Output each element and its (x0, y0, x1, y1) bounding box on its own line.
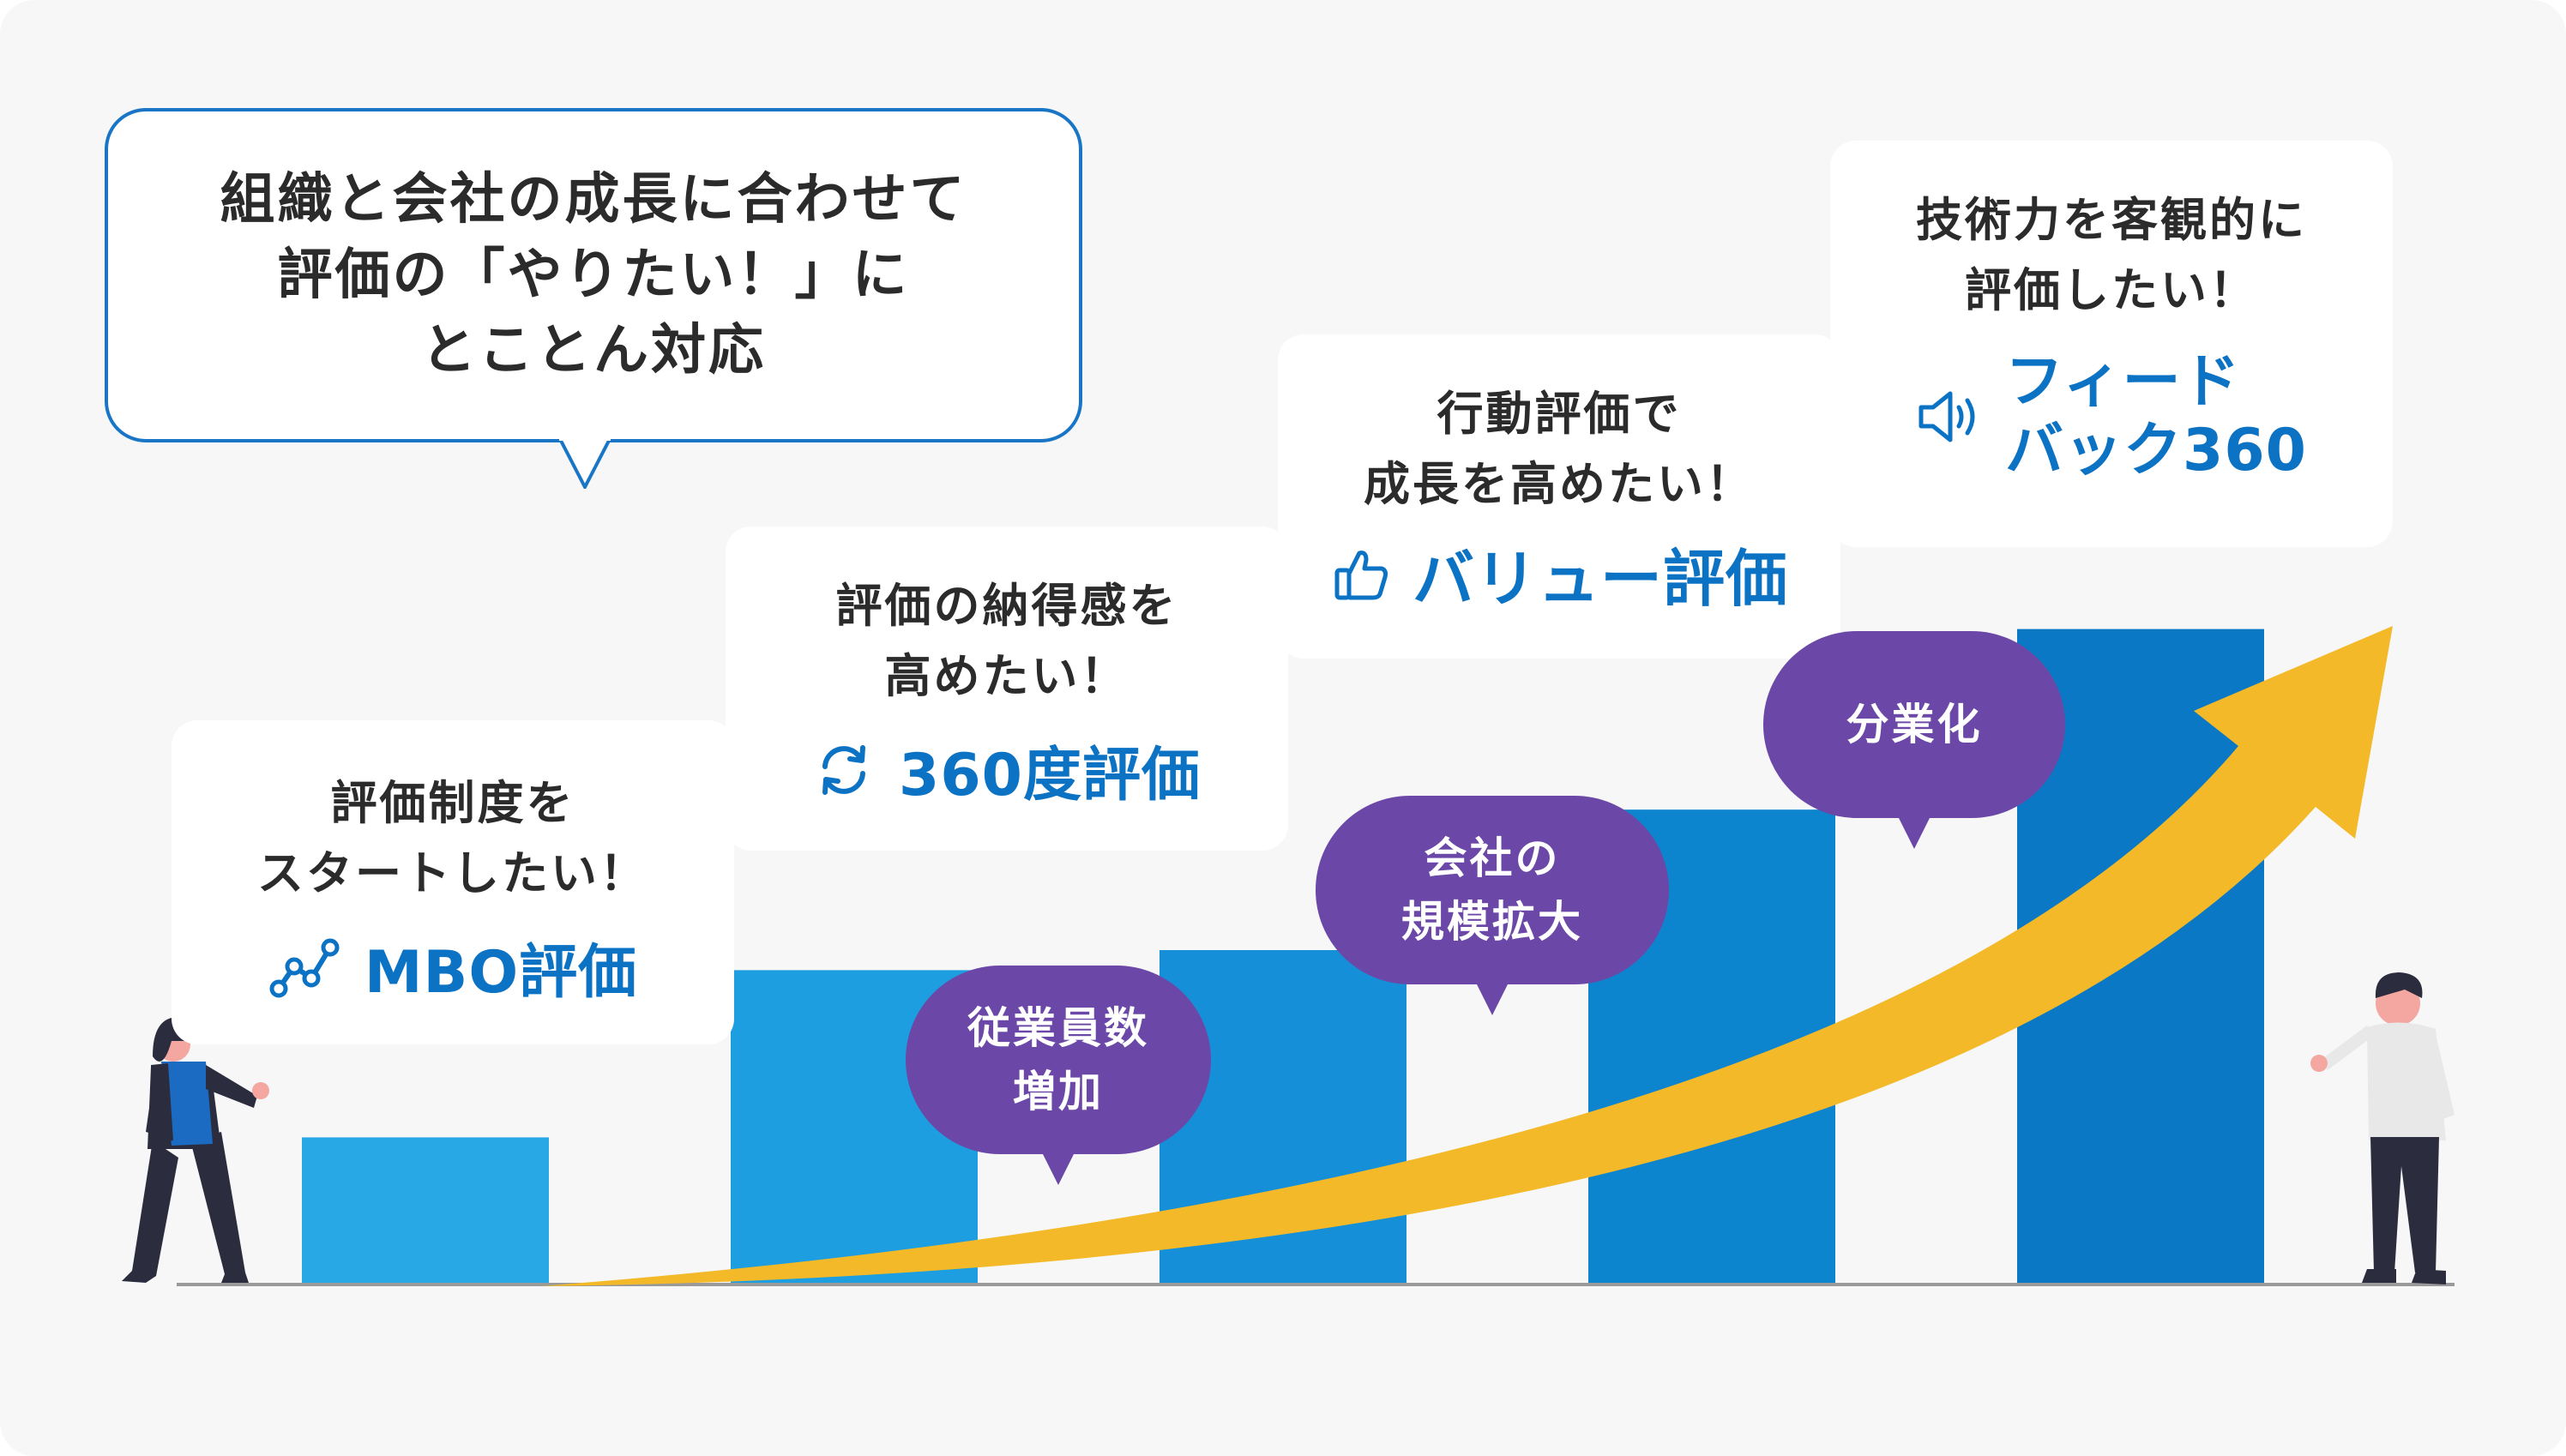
stage-desc-line: スタートしたい！ (257, 846, 648, 900)
main-message-line-1: 組織と会社の成長に合わせて (220, 168, 967, 232)
stage-desc-line: 評価の納得感を (835, 579, 1178, 633)
growth-bubble-line: 増加 (1013, 1067, 1104, 1116)
stage-card-360: 評価の納得感を 高めたい！ 360度評価 (726, 526, 1288, 851)
growth-bars (302, 629, 2264, 1285)
stage-desc-line: 技術力を客観的に (1916, 193, 2307, 247)
feature-360: 360度評価 (726, 727, 1288, 812)
stage-desc-line: 行動評価で (1437, 387, 1682, 441)
feature-feedback: フィード バック360 (1830, 348, 2393, 485)
bubble-tail (1041, 1151, 1075, 1185)
stage-desc-line: 評価したい！ (1965, 263, 2258, 317)
growth-bubble-company: 会社の 規模拡大 (1316, 796, 1669, 1015)
growth-bubble-line: 規模拡大 (1401, 897, 1583, 947)
growth-bubble-division: 分業化 (1763, 631, 2065, 849)
thumbs-up-icon (1334, 550, 1388, 599)
stage-card-value: 行動評価で 成長を高めたい！ バリュー評価 (1278, 334, 1840, 659)
feature-name-line: バック360 (2005, 417, 2307, 484)
feature-name: MBO評価 (364, 939, 638, 1007)
growth-bar (302, 1137, 549, 1285)
bubble-tail (1475, 981, 1509, 1015)
main-message-line-3: とことん対応 (421, 319, 766, 382)
stage-desc-line: 成長を高めたい！ (1364, 457, 1755, 511)
chart-line-icon (269, 938, 340, 997)
megaphone-icon (1918, 391, 1975, 442)
feature-name: 360度評価 (899, 742, 1201, 809)
stage-desc-line: 評価制度を (330, 776, 575, 830)
stage-card-feedback: 技術力を客観的に 評価したい！ フィード バック360 (1830, 141, 2393, 547)
stage-desc-line: 高めたい！ (884, 649, 1129, 703)
refresh-icon (822, 744, 866, 795)
feature-mbo: MBO評価 (172, 924, 734, 1009)
growth-bubble-employees: 従業員数 増加 (906, 966, 1211, 1185)
bubble-tail (559, 437, 611, 489)
main-message-bubble: 組織と会社の成長に合わせて 評価の「やりたい！」に とことん対応 (105, 108, 1082, 489)
feature-value: バリュー評価 (1278, 528, 1840, 618)
feature-name: バリュー評価 (1412, 543, 1788, 615)
feature-name: フィード バック360 (2005, 348, 2307, 485)
growth-arrow (540, 626, 2393, 1286)
stage-card-mbo: 評価制度を スタートしたい！ MBO評価 (172, 720, 734, 1044)
bubble-tail (1897, 815, 1931, 849)
feature-name-line: フィード (2005, 348, 2241, 416)
main-message-line-2: 評価の「やりたい！」に (277, 244, 910, 307)
growth-bubble-line: 分業化 (1846, 700, 1983, 749)
growth-bubble-line: 会社の (1424, 833, 1561, 883)
man-illustration (2310, 972, 2455, 1285)
woman-illustration (122, 1017, 269, 1283)
growth-bubble-line: 従業員数 (967, 1003, 1149, 1053)
